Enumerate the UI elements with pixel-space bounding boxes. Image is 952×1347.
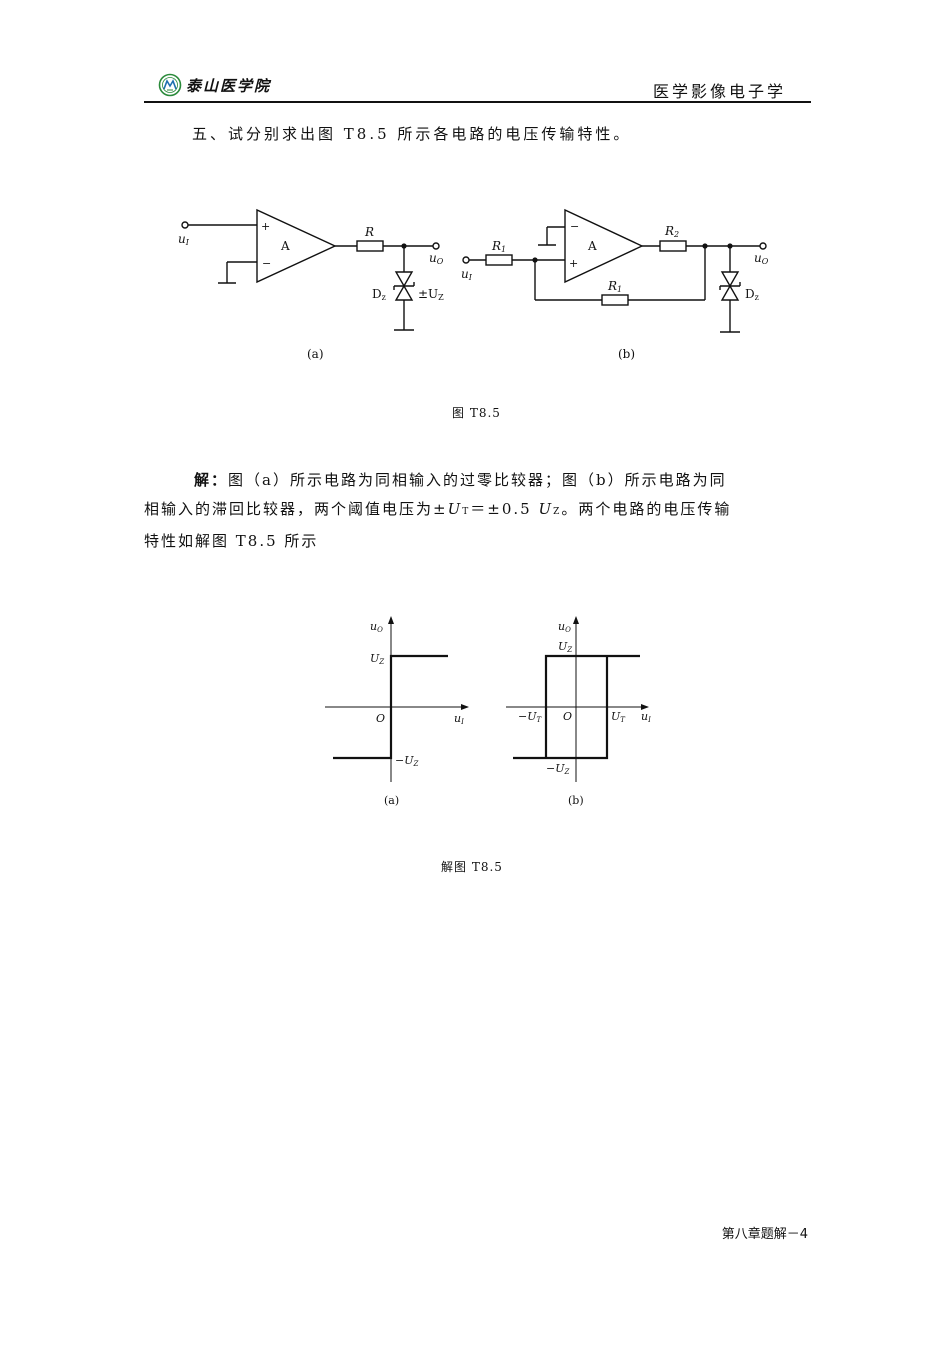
svg-text:−: − [570, 220, 579, 233]
svg-text:uI: uI [641, 710, 651, 724]
svg-text:(a): (a) [384, 794, 399, 807]
transfer-curve-b-upper [544, 654, 640, 758]
circuit-a [181, 208, 440, 331]
svg-text:(b): (b) [618, 347, 635, 361]
svg-text:UZ: UZ [370, 652, 384, 666]
svg-text:Dz: Dz [372, 287, 386, 302]
svg-text:uO: uO [429, 251, 444, 266]
figure-sol-characteristics: uO UZ O uI −UZ (a) uO UZ −UT O UT uI −UZ… [325, 616, 651, 807]
question-text: 五、试分别求出图 T8.5 所示各电路的电压传输特性。 [192, 125, 632, 143]
transfer-curve-b-lower [513, 656, 609, 760]
svg-text:R: R [364, 225, 374, 239]
svg-text:R2: R2 [664, 224, 679, 239]
figure-sol-caption: 解图 T8.5 [441, 860, 503, 874]
svg-text:−: − [262, 257, 271, 270]
course-title: 医学影像电子学 [652, 82, 786, 101]
characteristic-b [506, 616, 649, 782]
header-rule [144, 101, 811, 103]
svg-text:A: A [280, 239, 290, 253]
svg-text:(a): (a) [307, 347, 324, 361]
header-school: 泰山医学院 [158, 70, 271, 100]
svg-text:R1: R1 [607, 279, 622, 294]
page-footer: 第八章题解－4 [721, 1227, 808, 1242]
solution-line-1: 解：图（a）所示电路为同相输入的过零比较器；图（b）所示电路为同 [194, 471, 727, 489]
svg-text:−UZ: −UZ [546, 762, 570, 776]
svg-text:uI: uI [454, 712, 464, 726]
svg-text:+: + [261, 220, 270, 233]
svg-text:uO: uO [370, 620, 383, 634]
svg-text:O: O [376, 712, 385, 725]
svg-text:−UZ: −UZ [395, 754, 419, 768]
svg-text:−UT: −UT [518, 710, 543, 724]
svg-text:A: A [587, 239, 597, 253]
solution-paragraph: 解：图（a）所示电路为同相输入的过零比较器；图（b）所示电路为同 相输入的滞回比… [144, 466, 808, 556]
svg-text:uI: uI [461, 267, 473, 282]
svg-text:R1: R1 [491, 239, 506, 254]
svg-text:O: O [563, 710, 572, 723]
svg-text:Dz: Dz [745, 287, 759, 302]
solution-label: 解： [194, 471, 229, 489]
solution-line-3: 特性如解图 T8.5 所示 [144, 532, 319, 550]
school-logo-icon [158, 73, 182, 97]
svg-text:UZ: UZ [558, 640, 572, 654]
svg-text:±UZ: ±UZ [418, 287, 444, 302]
svg-text:uI: uI [178, 232, 190, 247]
circuit-b [462, 208, 767, 333]
svg-text:+: + [569, 257, 578, 270]
characteristic-a [325, 616, 469, 782]
svg-text:UT: UT [611, 710, 626, 724]
figure-t85-caption: 图 T8.5 [452, 406, 501, 420]
solution-line-2: 相输入的滞回比较器，两个阈值电压为±UT＝±0.5 UZ。两个电路的电压传输 [144, 500, 732, 518]
figure-t85-circuits: uI + − A R uO Dz ±UZ (a) uI R1 − + A R2 … [178, 208, 769, 361]
svg-text:(b): (b) [568, 794, 584, 807]
svg-text:uO: uO [754, 251, 769, 266]
school-name: 泰山医学院 [186, 76, 272, 95]
transfer-curve-a [333, 654, 448, 760]
svg-text:uO: uO [558, 620, 571, 634]
